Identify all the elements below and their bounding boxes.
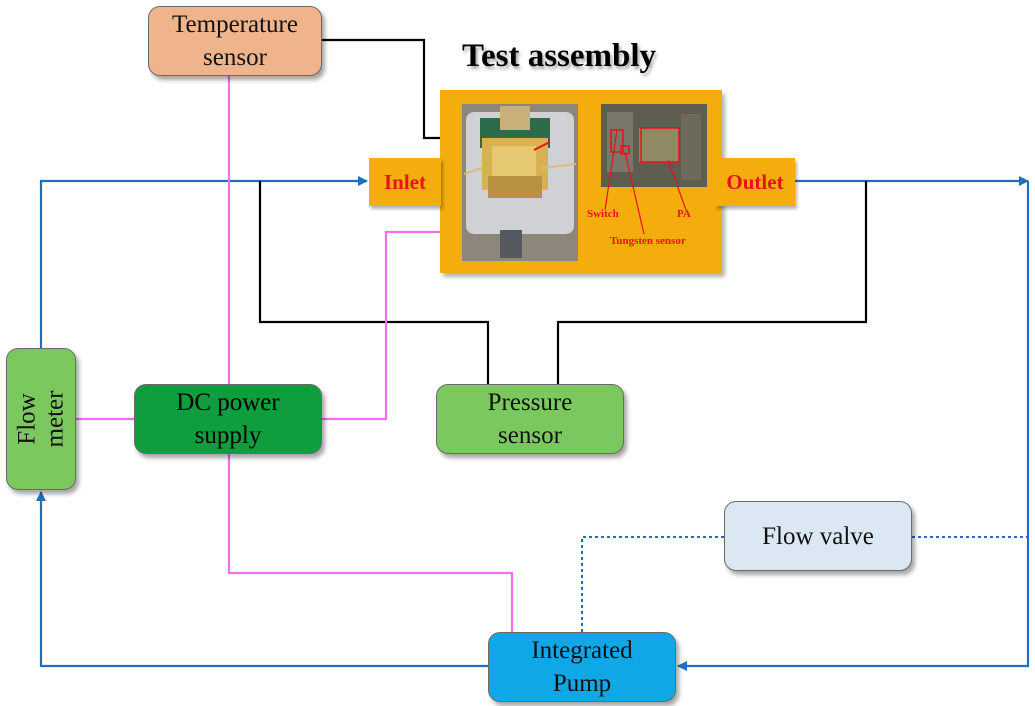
signal-line-pressure-inlet	[258, 181, 490, 384]
flow-meter-label-line2: meter	[40, 390, 68, 448]
integrated-pump-label-line1: Integrated	[531, 637, 633, 664]
pressure-sensor-label-line2: sensor	[498, 422, 562, 449]
inlet-port: Inlet	[369, 158, 441, 206]
bypass-line-left	[581, 536, 724, 632]
tungsten-sensor-label: Tungsten sensor	[610, 235, 686, 247]
test-assembly-title: Test assembly	[462, 38, 657, 74]
temperature-sensor-label-line1: Temperature	[172, 11, 298, 38]
switch-label: Switch	[587, 208, 619, 220]
chip-micrograph	[601, 104, 707, 187]
pa-label: PA	[677, 208, 691, 220]
pressure-sensor-node: Pressure sensor	[436, 384, 624, 454]
dc-power-supply-node: DC power supply	[134, 384, 322, 454]
temperature-sensor-node: Temperature sensor	[148, 6, 322, 76]
flow-meter-node: Flow meter	[6, 348, 76, 490]
signal-line-pressure-outlet	[556, 181, 868, 384]
temperature-sensor-label-line2: sensor	[203, 44, 267, 71]
integrated-pump-label-line2: Pump	[552, 670, 612, 697]
integrated-pump-node: Integrated Pump	[488, 632, 676, 702]
test-assembly-photo	[462, 104, 578, 261]
power-line-pump	[227, 454, 514, 632]
flow-valve-node: Flow valve	[724, 501, 912, 571]
flow-line-pump-to-meter	[36, 491, 488, 668]
flow-line-meter-to-inlet	[39, 176, 368, 348]
flow-line-return-to-pump	[677, 181, 1030, 671]
flow-valve-label: Flow valve	[762, 522, 874, 550]
outlet-port: Outlet	[715, 158, 795, 206]
power-line-assembly	[322, 230, 462, 421]
dc-power-supply-label-line2: supply	[194, 422, 262, 449]
flow-meter-label-line1: Flow	[12, 393, 40, 445]
pressure-sensor-label-line1: Pressure	[487, 389, 573, 416]
dc-power-supply-label-line1: DC power	[176, 389, 280, 416]
